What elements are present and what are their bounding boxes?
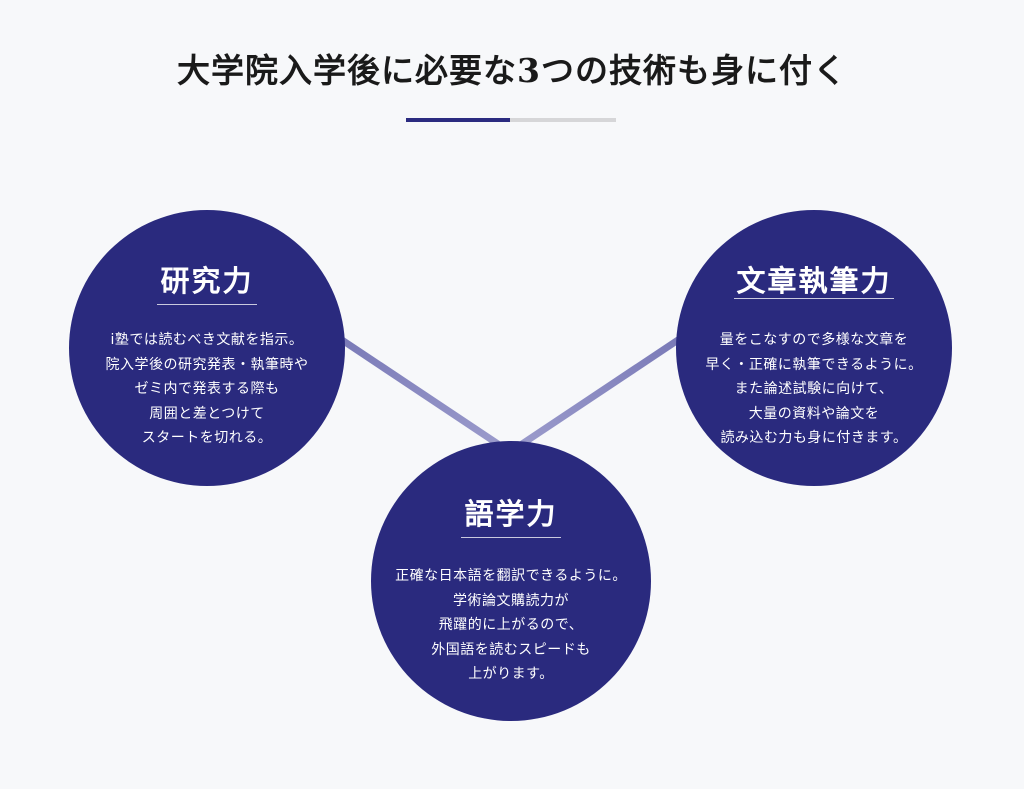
skill-heading-research: 研究力 <box>160 264 254 298</box>
page-title: 大学院入学後に必要な3つの技術も身に付く <box>177 51 847 90</box>
skill-description-line: 上がります。 <box>468 666 554 682</box>
skill-heading-rule-language <box>461 537 561 538</box>
skill-heading-rule-writing <box>734 298 894 299</box>
skill-description-language: 正確な日本語を翻訳できるように。 学術論文購読力が 飛躍的に上がるので、 外国語… <box>371 564 651 687</box>
connector-research-language <box>328 329 500 447</box>
skill-description-line: スタートを切れる。 <box>141 430 273 446</box>
title-underline <box>406 118 616 122</box>
skill-description-line: 学術論文購読力が <box>453 592 569 609</box>
skill-description-line: 大量の資料や論文を <box>748 405 880 422</box>
connector-writing-language <box>520 329 692 447</box>
skill-description-line: 飛躍的に上がるので、 <box>438 617 584 633</box>
skill-heading-writing: 文章執筆力 <box>736 264 892 298</box>
skill-description-writing: 量をこなすので多様な文章を 早く・正確に執筆できるように。 また論述試験に向けて… <box>676 328 952 451</box>
skill-description-line: また論述試験に向けて、 <box>734 381 894 397</box>
skill-description-line: 院入学後の研究発表・執筆時や <box>105 356 309 373</box>
title-underline-accent <box>406 118 510 122</box>
skill-circle-writing: 文章執筆力 量をこなすので多様な文章を 早く・正確に執筆できるように。 また論述… <box>676 210 952 486</box>
skill-description-line: i塾では読むべき文献を指示。 <box>110 332 304 348</box>
skill-heading-rule-research <box>157 304 257 305</box>
skill-circle-research: 研究力 i塾では読むべき文献を指示。 院入学後の研究発表・執筆時や ゼミ内で発表… <box>69 210 345 486</box>
skill-description-line: 早く・正確に執筆できるように。 <box>705 356 923 373</box>
skill-description-line: 周囲と差とつけて <box>149 405 265 422</box>
skill-heading-language: 語学力 <box>464 497 558 531</box>
skill-description-line: 外国語を読むスピードも <box>431 641 591 658</box>
skill-circle-language: 語学力 正確な日本語を翻訳できるように。 学術論文購読力が 飛躍的に上がるので、… <box>371 441 651 721</box>
skill-description-line: 正確な日本語を翻訳できるように。 <box>395 568 627 584</box>
skill-description-line: ゼミ内で発表する際も <box>134 381 280 397</box>
skill-description-line: 読み込む力も身に付きます。 <box>720 430 908 446</box>
skill-description-research: i塾では読むべき文献を指示。 院入学後の研究発表・執筆時や ゼミ内で発表する際も… <box>69 328 345 451</box>
skill-description-line: 量をこなすので多様な文章を <box>719 332 909 348</box>
